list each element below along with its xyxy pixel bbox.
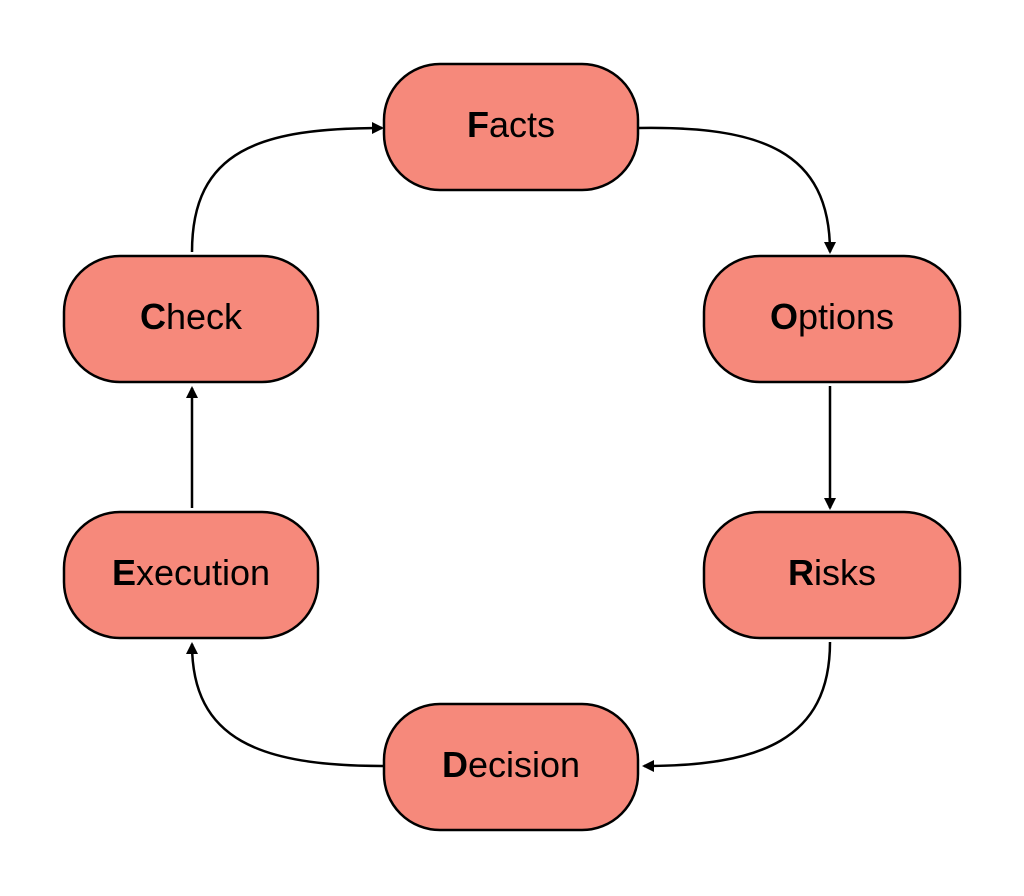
node-execution-rest: xecution: [136, 552, 270, 593]
edge-check-to-facts: [190, 122, 384, 253]
node-decision: Decision: [382, 702, 640, 832]
node-decision-initial: D: [442, 744, 468, 785]
node-facts-rest: acts: [489, 104, 555, 145]
node-execution-label: Execution: [112, 552, 270, 593]
node-decision-shape: [382, 702, 640, 832]
node-options: Options: [702, 254, 962, 384]
node-execution-initial: E: [112, 552, 136, 593]
node-check-shape: [62, 254, 320, 384]
node-risks-rest: isks: [814, 552, 876, 593]
node-facts-label: Facts: [467, 104, 555, 145]
node-options-label: Options: [770, 296, 894, 337]
node-facts-initial: F: [467, 104, 489, 145]
node-execution: Execution: [62, 510, 320, 640]
node-options-rest: ptions: [798, 296, 894, 337]
edge-decision-to-execution: [186, 642, 385, 768]
node-risks-initial: R: [788, 552, 814, 593]
node-check-rest: heck: [166, 296, 243, 337]
node-risks: Risks: [702, 510, 962, 640]
node-execution-shape: [62, 510, 320, 640]
edge-facts-to-options: [637, 126, 836, 254]
node-decision-rest: ecision: [468, 744, 580, 785]
node-risks-label: Risks: [788, 552, 876, 593]
edges: [186, 122, 836, 772]
edge-risks-to-decision: [642, 641, 832, 772]
node-facts: Facts: [382, 62, 640, 192]
node-options-initial: O: [770, 296, 798, 337]
node-decision-label: Decision: [442, 744, 580, 785]
node-check-label: Check: [140, 296, 243, 337]
node-check-initial: C: [140, 296, 166, 337]
node-facts-shape: [382, 62, 640, 192]
node-risks-shape: [702, 510, 962, 640]
node-check: Check: [62, 254, 320, 384]
node-options-shape: [702, 254, 962, 384]
